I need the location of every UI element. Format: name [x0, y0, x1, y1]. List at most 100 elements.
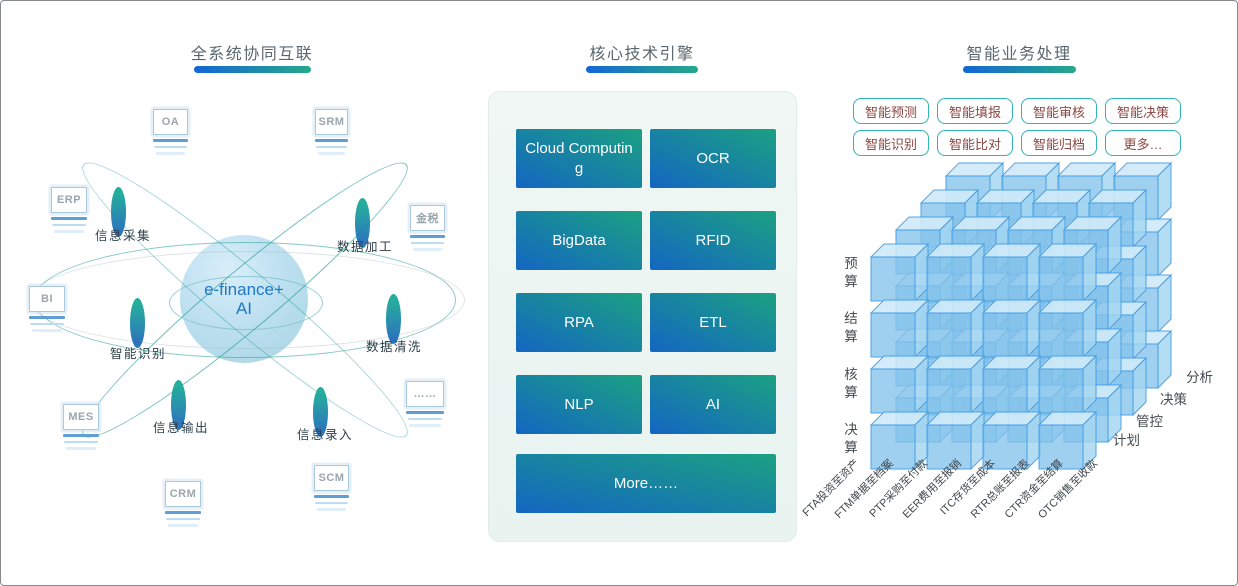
- cube: [1037, 242, 1098, 303]
- satellite-marker: [171, 380, 186, 430]
- tech-button-ai[interactable]: AI: [650, 375, 776, 434]
- system-node-label: MES: [63, 404, 99, 430]
- cube: [1037, 410, 1098, 471]
- satellite-marker: [130, 298, 145, 348]
- cube: [869, 298, 930, 359]
- flow-label: 信息输出: [153, 421, 210, 435]
- system-node-line: [29, 316, 65, 319]
- cube-matrix: [869, 161, 1173, 471]
- tech-button-rpa[interactable]: RPA: [516, 293, 642, 352]
- system-node-2: ERP: [51, 187, 87, 233]
- ai-tag-4[interactable]: 智能识别: [853, 130, 929, 156]
- cube-layer-label-1: 决策: [1160, 392, 1187, 407]
- flow-label: 信息录入: [297, 428, 354, 442]
- cube-row-label-0: 预算: [844, 256, 858, 289]
- ai-tag-grid: 智能预测智能填报智能审核智能决策智能识别智能比对智能归档更多…: [853, 98, 1181, 156]
- flow-label: 数据加工: [337, 240, 394, 254]
- tech-button-ocr[interactable]: OCR: [650, 129, 776, 188]
- section-title-interconnect: 全系统协同互联: [190, 46, 314, 63]
- system-node-label: BI: [29, 286, 65, 312]
- system-node-line: [30, 322, 64, 325]
- system-node-1: SRM: [315, 109, 348, 155]
- cube: [925, 354, 986, 415]
- system-node-line: [165, 511, 201, 514]
- cube-layer-label-3: 计划: [1113, 433, 1140, 448]
- ai-tag-3[interactable]: 智能决策: [1105, 98, 1181, 124]
- satellite-marker: [355, 198, 370, 248]
- satellite-marker: [386, 294, 401, 344]
- system-node-line: [407, 417, 443, 420]
- cube-layer-label-0: 分析: [1186, 370, 1213, 385]
- system-node-line: [154, 145, 187, 148]
- cube-row-label-3: 决算: [844, 422, 858, 455]
- cube: [981, 354, 1042, 415]
- section-title-engine: 核心技术引擎: [589, 46, 695, 63]
- system-node-line: [167, 524, 199, 527]
- system-node-line: [409, 424, 441, 427]
- flow-label: 智能识别: [110, 347, 167, 361]
- tech-button-more[interactable]: More……: [516, 454, 776, 513]
- system-node-line: [411, 241, 444, 244]
- cube: [925, 242, 986, 303]
- title-underline-engine: [586, 66, 698, 73]
- system-node-line: [316, 508, 347, 511]
- tech-button-cloud-computing[interactable]: Cloud Computing: [516, 129, 642, 188]
- title-underline-business: [963, 66, 1076, 73]
- cube-row-label-1: 结算: [844, 311, 858, 344]
- system-node-line: [53, 230, 85, 233]
- system-node-line: [316, 145, 347, 148]
- ai-tag-6[interactable]: 智能归档: [1021, 130, 1097, 156]
- system-node-line: [317, 152, 346, 155]
- system-node-5: MES: [63, 404, 99, 450]
- system-node-label: ……: [406, 381, 444, 407]
- ai-tag-2[interactable]: 智能审核: [1021, 98, 1097, 124]
- cube: [925, 410, 986, 471]
- ai-tag-5[interactable]: 智能比对: [937, 130, 1013, 156]
- cube: [869, 410, 930, 471]
- system-node-line: [315, 501, 348, 504]
- cube: [981, 410, 1042, 471]
- cube: [925, 298, 986, 359]
- cube: [981, 242, 1042, 303]
- system-node-line: [52, 223, 86, 226]
- ai-tag-0[interactable]: 智能预测: [853, 98, 929, 124]
- flow-label: 信息采集: [95, 229, 152, 243]
- system-node-line: [412, 248, 443, 251]
- cube-layer-label-2: 管控: [1136, 414, 1163, 429]
- cube: [869, 242, 930, 303]
- system-node-line: [315, 139, 348, 142]
- system-node-line: [410, 235, 445, 238]
- system-node-line: [166, 517, 200, 520]
- satellite-marker: [313, 387, 328, 437]
- ai-tag-7[interactable]: 更多…: [1105, 130, 1181, 156]
- orbit-ellipse-inner-ring: [169, 276, 323, 330]
- system-node-line: [65, 447, 97, 450]
- system-node-label: OA: [153, 109, 188, 135]
- cube: [869, 354, 930, 415]
- system-node-label: 金税: [410, 205, 445, 231]
- system-node-8: ……: [406, 381, 444, 427]
- title-underline-interconnect: [194, 66, 311, 73]
- cube: [1037, 354, 1098, 415]
- tech-button-bigdata[interactable]: BigData: [516, 211, 642, 270]
- system-node-4: BI: [29, 286, 65, 332]
- system-node-line: [64, 440, 98, 443]
- satellite-marker: [111, 187, 126, 237]
- system-node-label: SCM: [314, 465, 349, 491]
- system-node-line: [51, 217, 87, 220]
- cube-row-label-2: 核算: [844, 367, 858, 400]
- system-node-line: [63, 434, 99, 437]
- system-node-label: SRM: [315, 109, 348, 135]
- tech-button-rfid[interactable]: RFID: [650, 211, 776, 270]
- ai-tag-1[interactable]: 智能填报: [937, 98, 1013, 124]
- system-node-line: [153, 139, 188, 142]
- system-node-line: [31, 329, 63, 332]
- system-node-label: CRM: [165, 481, 201, 507]
- section-title-business: 智能业务处理: [966, 46, 1072, 63]
- system-node-0: OA: [153, 109, 188, 155]
- system-node-line: [406, 411, 444, 414]
- tech-button-etl[interactable]: ETL: [650, 293, 776, 352]
- tech-button-nlp[interactable]: NLP: [516, 375, 642, 434]
- cube: [981, 298, 1042, 359]
